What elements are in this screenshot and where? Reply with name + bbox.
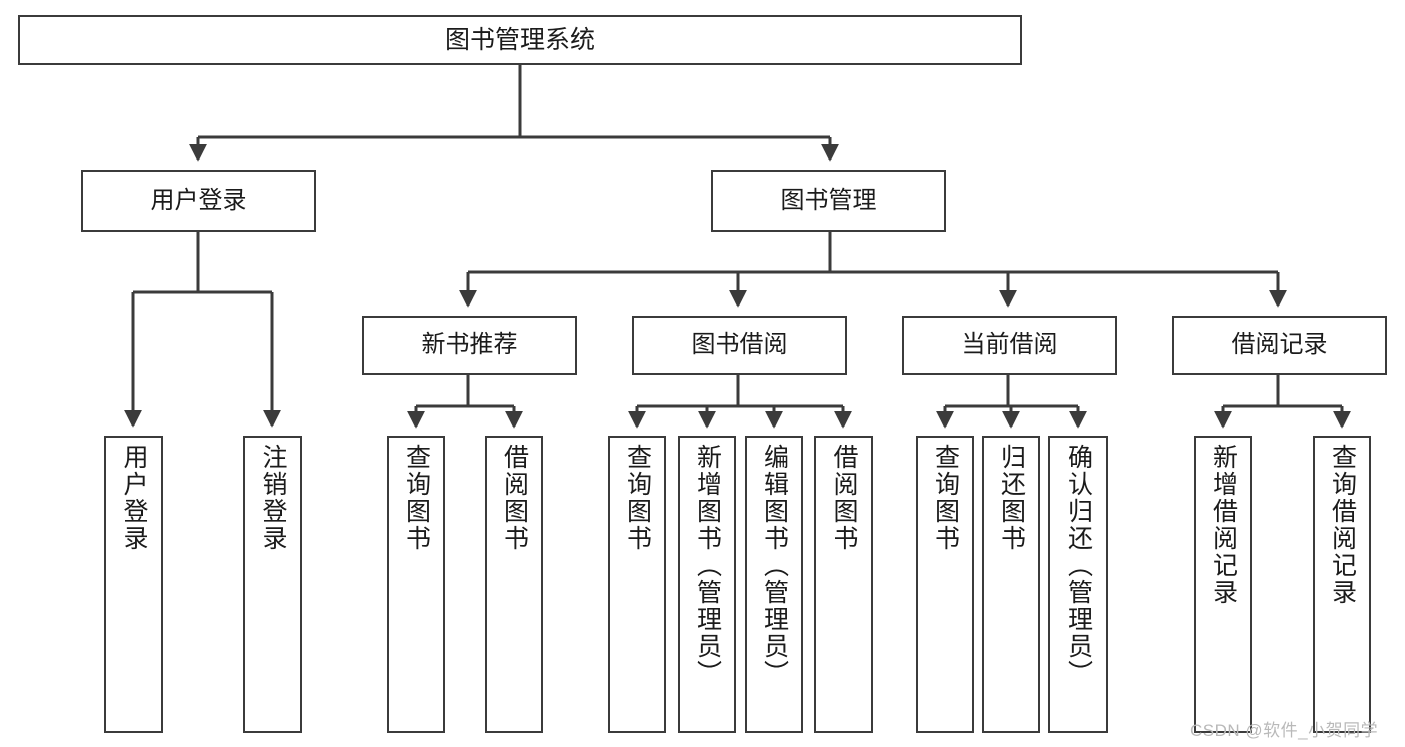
node-leaf-query-book-1[interactable]: 查询图书	[387, 436, 445, 733]
node-leaf-query-book-2[interactable]: 查询图书	[608, 436, 666, 733]
node-book-manage[interactable]: 图书管理	[711, 170, 946, 232]
node-leaf-user-login[interactable]: 用户登录	[104, 436, 163, 733]
node-user-login-label: 用户登录	[150, 186, 247, 214]
node-leaf-edit-book-label: 编辑图书（管理员）	[760, 444, 789, 687]
node-leaf-add-book[interactable]: 新增图书（管理员）	[678, 436, 736, 733]
node-new-book-recommend[interactable]: 新书推荐	[362, 316, 577, 375]
node-leaf-confirm-return-label: 确认归还（管理员）	[1064, 444, 1093, 687]
node-current-borrow-label: 当前借阅	[961, 331, 1058, 359]
node-book-borrow-label: 图书借阅	[691, 331, 788, 359]
node-leaf-logout-label: 注销登录	[259, 444, 287, 552]
node-leaf-add-record-label: 新增借阅记录	[1209, 444, 1238, 606]
node-borrow-record[interactable]: 借阅记录	[1172, 316, 1387, 375]
node-user-login[interactable]: 用户登录	[81, 170, 316, 232]
node-leaf-borrow-book-1[interactable]: 借阅图书	[485, 436, 543, 733]
node-root-label: 图书管理系统	[444, 26, 595, 54]
node-leaf-edit-book[interactable]: 编辑图书（管理员）	[745, 436, 803, 733]
node-leaf-return-book[interactable]: 归还图书	[982, 436, 1040, 733]
node-leaf-query-book-3-label: 查询图书	[931, 444, 960, 552]
node-leaf-borrow-book-1-label: 借阅图书	[500, 444, 529, 552]
node-root[interactable]: 图书管理系统	[18, 15, 1022, 65]
watermark: CSDN @软件_小贺同学	[1190, 721, 1379, 740]
node-leaf-borrow-book-2[interactable]: 借阅图书	[814, 436, 873, 733]
node-new-book-recommend-label: 新书推荐	[421, 331, 518, 359]
node-leaf-logout[interactable]: 注销登录	[243, 436, 302, 733]
node-leaf-query-book-1-label: 查询图书	[402, 444, 431, 552]
node-leaf-user-login-label: 用户登录	[120, 444, 148, 552]
node-book-borrow[interactable]: 图书借阅	[632, 316, 847, 375]
node-leaf-add-record[interactable]: 新增借阅记录	[1194, 436, 1252, 733]
node-leaf-return-book-label: 归还图书	[997, 444, 1026, 552]
node-leaf-add-book-label: 新增图书（管理员）	[693, 444, 722, 687]
node-borrow-record-label: 借阅记录	[1231, 331, 1328, 359]
node-leaf-query-record-label: 查询借阅记录	[1328, 444, 1357, 606]
node-leaf-query-book-2-label: 查询图书	[623, 444, 652, 552]
node-leaf-borrow-book-2-label: 借阅图书	[830, 444, 858, 552]
node-leaf-confirm-return[interactable]: 确认归还（管理员）	[1048, 436, 1108, 733]
node-current-borrow[interactable]: 当前借阅	[902, 316, 1117, 375]
node-leaf-query-book-3[interactable]: 查询图书	[916, 436, 974, 733]
node-leaf-query-record[interactable]: 查询借阅记录	[1313, 436, 1371, 733]
node-book-manage-label: 图书管理	[780, 186, 877, 214]
